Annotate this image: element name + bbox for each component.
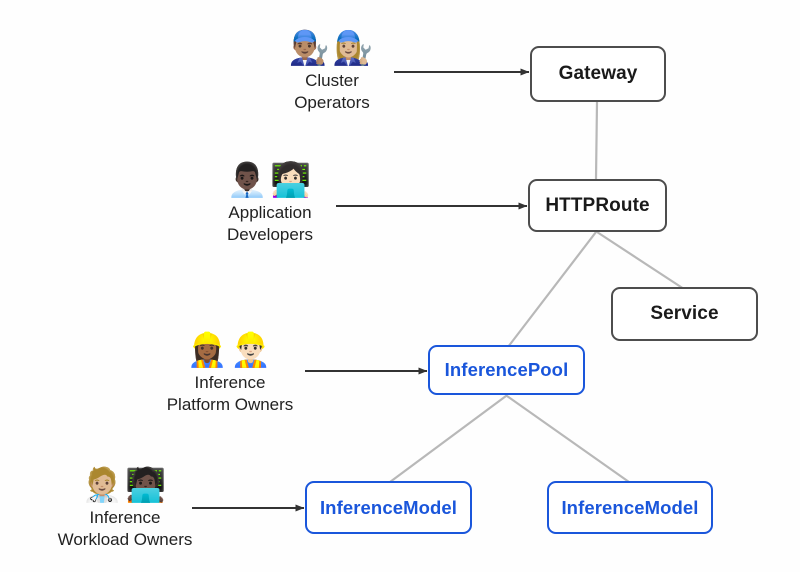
persona-label-line2: Operators	[294, 93, 370, 112]
persona-label-line1: Cluster	[305, 71, 359, 90]
persona-label-line2: Developers	[227, 225, 313, 244]
edge-inferencepool-model-right	[505, 394, 631, 484]
persona-label-line1: Application	[228, 203, 312, 222]
persona-cluster-operators-icons: 👨🏽‍🔧👩🏼‍🔧	[288, 29, 376, 66]
node-inferencemodel-right[interactable]: InferenceModel	[547, 481, 713, 534]
persona-inference-workload-owners-label: Inference Workload Owners	[58, 507, 193, 551]
edge-httproute-service	[595, 230, 686, 291]
node-service[interactable]: Service	[611, 287, 758, 341]
node-gateway-label: Gateway	[558, 63, 638, 84]
persona-label-line2: Platform Owners	[166, 395, 294, 414]
node-inferencepool[interactable]: InferencePool	[428, 345, 585, 395]
edge-gateway-httproute	[594, 100, 599, 181]
persona-label-line1: Inference	[194, 373, 266, 392]
node-inferencemodel-left[interactable]: InferenceModel	[305, 481, 472, 534]
node-inferencemodel-left-label: InferenceModel	[319, 496, 458, 518]
persona-cluster-operators-label: Cluster Operators	[294, 70, 370, 114]
node-inferencemodel-right-label: InferenceModel	[561, 496, 699, 518]
persona-inference-workload-owners: 🧑🏼‍⚕️🧑🏿‍💻 Inference Workload Owners	[20, 465, 230, 551]
persona-cluster-operators: 👨🏽‍🔧👩🏼‍🔧 Cluster Operators	[227, 28, 437, 114]
persona-inference-workload-owners-icons: 🧑🏼‍⚕️🧑🏿‍💻	[81, 466, 169, 503]
persona-inference-platform-owners-icons: 👷🏾‍♀️👷🏻‍♂️	[186, 331, 274, 368]
node-gateway[interactable]: Gateway	[530, 46, 666, 102]
node-httproute[interactable]: HTTPRoute	[528, 179, 667, 232]
persona-inference-platform-owners: 👷🏾‍♀️👷🏻‍♂️ Inference Platform Owners	[125, 330, 335, 416]
edge-httproute-inferencepool	[506, 230, 598, 349]
persona-app-developers-label: Application Developers	[227, 202, 313, 246]
persona-label-line1: Inference	[89, 508, 161, 527]
node-service-label: Service	[650, 303, 719, 324]
persona-label-line2: Workload Owners	[57, 530, 193, 549]
persona-inference-platform-owners-label: Inference Platform Owners	[167, 372, 294, 416]
persona-app-developers-icons: 👨🏿‍💼👩🏻‍💻	[226, 161, 314, 198]
persona-app-developers: 👨🏿‍💼👩🏻‍💻 Application Developers	[165, 160, 375, 246]
edge-inferencepool-model-left	[388, 394, 508, 484]
node-inferencepool-label: InferencePool	[444, 359, 569, 380]
node-httproute-label: HTTPRoute	[545, 194, 650, 216]
